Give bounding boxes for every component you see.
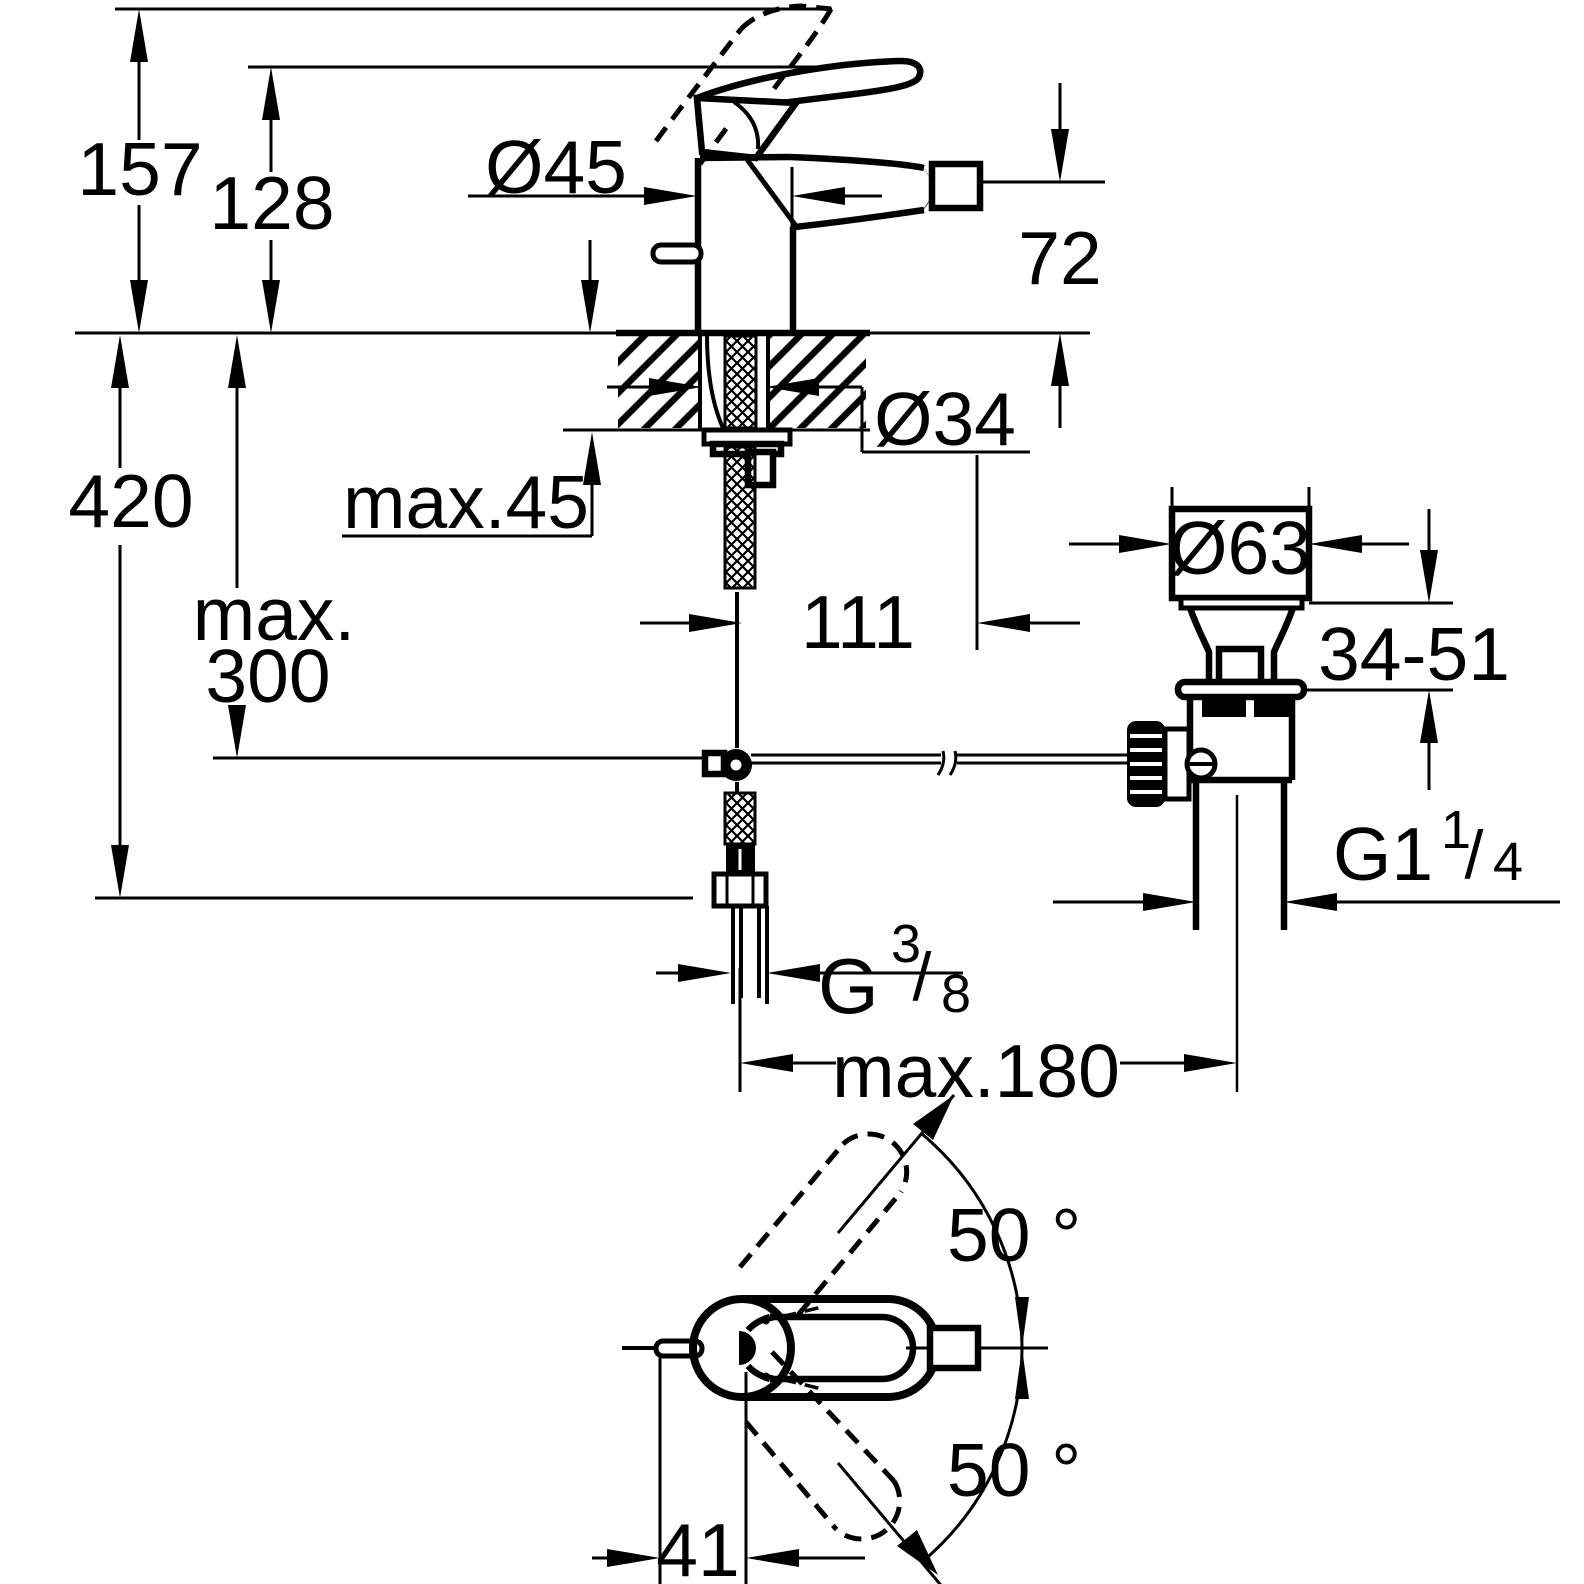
mounting-deck (616, 329, 870, 428)
spout-bottom (794, 206, 925, 231)
labels: 157 128 Ø45 72 Ø34 max.45 420 max. 300 1… (68, 125, 1523, 1584)
label-g114-slash: / (1465, 817, 1484, 893)
waste-plug-head (1168, 505, 1313, 602)
label-g114-num: 1 (1441, 800, 1471, 860)
label-g38: G (818, 942, 879, 1030)
label-72: 72 (1018, 216, 1101, 300)
front-view (75, 3, 1560, 1092)
label-g38-slash: / (913, 939, 932, 1015)
label-g38-den: 8 (941, 964, 971, 1024)
dim-dia45 (468, 167, 882, 228)
label-max180: max.180 (832, 1029, 1120, 1113)
dim-72 (980, 83, 1105, 428)
rod-pivot-tab (701, 749, 728, 778)
label-111: 111 (801, 580, 915, 664)
dim-max300 (213, 335, 705, 760)
dim-41 (592, 1356, 865, 1584)
label-g114-den: 4 (1493, 832, 1523, 892)
bottom-view (592, 1094, 1048, 1584)
handle-swivel-up-dashed (738, 1131, 910, 1317)
dim-angle-50-up (836, 1094, 1029, 1349)
label-max300b: 300 (205, 634, 330, 718)
label-50-up: 50 ° (947, 1193, 1081, 1277)
dim-420 (95, 335, 693, 900)
label-50-down: 50 ° (947, 1428, 1081, 1512)
body-top-edge (699, 153, 791, 162)
deck-hatch-right (768, 336, 866, 428)
label-max45: max.45 (343, 460, 589, 544)
dim-128 (262, 67, 280, 333)
waste-rosette (1174, 678, 1308, 701)
label-dia63: Ø63 (1169, 506, 1311, 590)
waste-neck-knob (1215, 645, 1265, 686)
pull-rod-knob (650, 242, 704, 265)
handle-cap (693, 94, 803, 162)
spout-outlet (928, 160, 984, 212)
label-128: 128 (209, 161, 334, 245)
dim-max45 (342, 240, 870, 538)
pop-up-waste (1053, 487, 1560, 1092)
pop-up-rod-horizontal (751, 750, 1128, 776)
faucet-body (650, 3, 984, 333)
label-dia34: Ø34 (874, 377, 1016, 461)
dim-dia63 (1069, 535, 1409, 553)
supply-shank (698, 334, 793, 1004)
hose-braid-upper (723, 445, 757, 590)
hose-nut (711, 871, 769, 909)
label-g38-num: 3 (891, 914, 921, 974)
handle-top-outline (742, 1295, 941, 1401)
handle-swivel-down-dashed (744, 1350, 903, 1542)
waste-neck (1186, 606, 1297, 684)
body-spout-diagonal (743, 156, 799, 228)
label-g114: G1 (1333, 812, 1433, 896)
label-420: 420 (68, 459, 193, 543)
label-41: 41 (656, 1508, 739, 1584)
dim-angle-50-down (836, 1347, 1029, 1584)
dim-34-51 (1304, 509, 1453, 790)
waste-plug-rim (1178, 595, 1305, 611)
dim-157 (130, 9, 148, 333)
spout-top (789, 153, 925, 172)
deck-hatch-left (618, 336, 700, 428)
dim-111 (640, 455, 1080, 650)
cartridge-mark (739, 1331, 756, 1365)
spout-outlet-top (926, 1324, 982, 1372)
dim-g114 (1053, 893, 1560, 911)
label-dia45: Ø45 (485, 125, 627, 209)
label-max300a: max. (193, 572, 356, 656)
dim-g38 (656, 964, 963, 982)
label-157: 157 (77, 127, 202, 211)
label-34-51: 34-51 (1318, 612, 1510, 696)
hose-braid-lower (723, 791, 757, 846)
handle-cap-curve (732, 100, 761, 150)
